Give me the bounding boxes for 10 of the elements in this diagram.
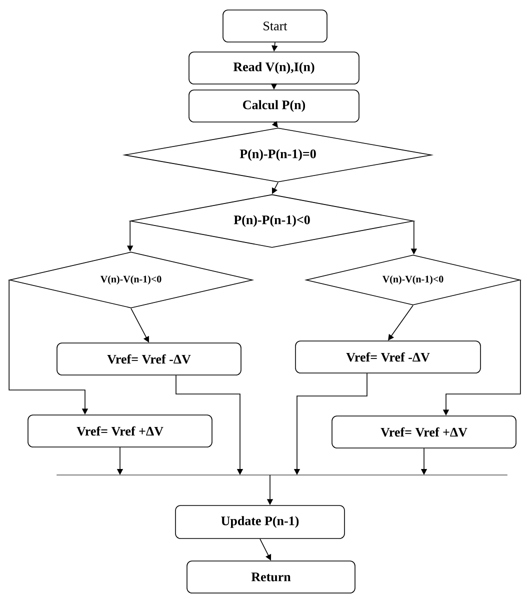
merge-line [56, 474, 508, 476]
process-box: Vref= Vref -ΔV [295, 340, 481, 374]
process-box: Calcul P(n) [188, 90, 360, 122]
process-box: Vref= Vref +ΔV [28, 414, 212, 448]
process-box: Vref= Vref -ΔV [56, 342, 242, 376]
process-box: Vref= Vref +ΔV [332, 416, 516, 448]
process-box: Return [186, 560, 356, 594]
process-box: Start [222, 10, 328, 42]
process-box: Read V(n),I(n) [188, 52, 360, 84]
process-box: Update P(n-1) [175, 505, 345, 539]
